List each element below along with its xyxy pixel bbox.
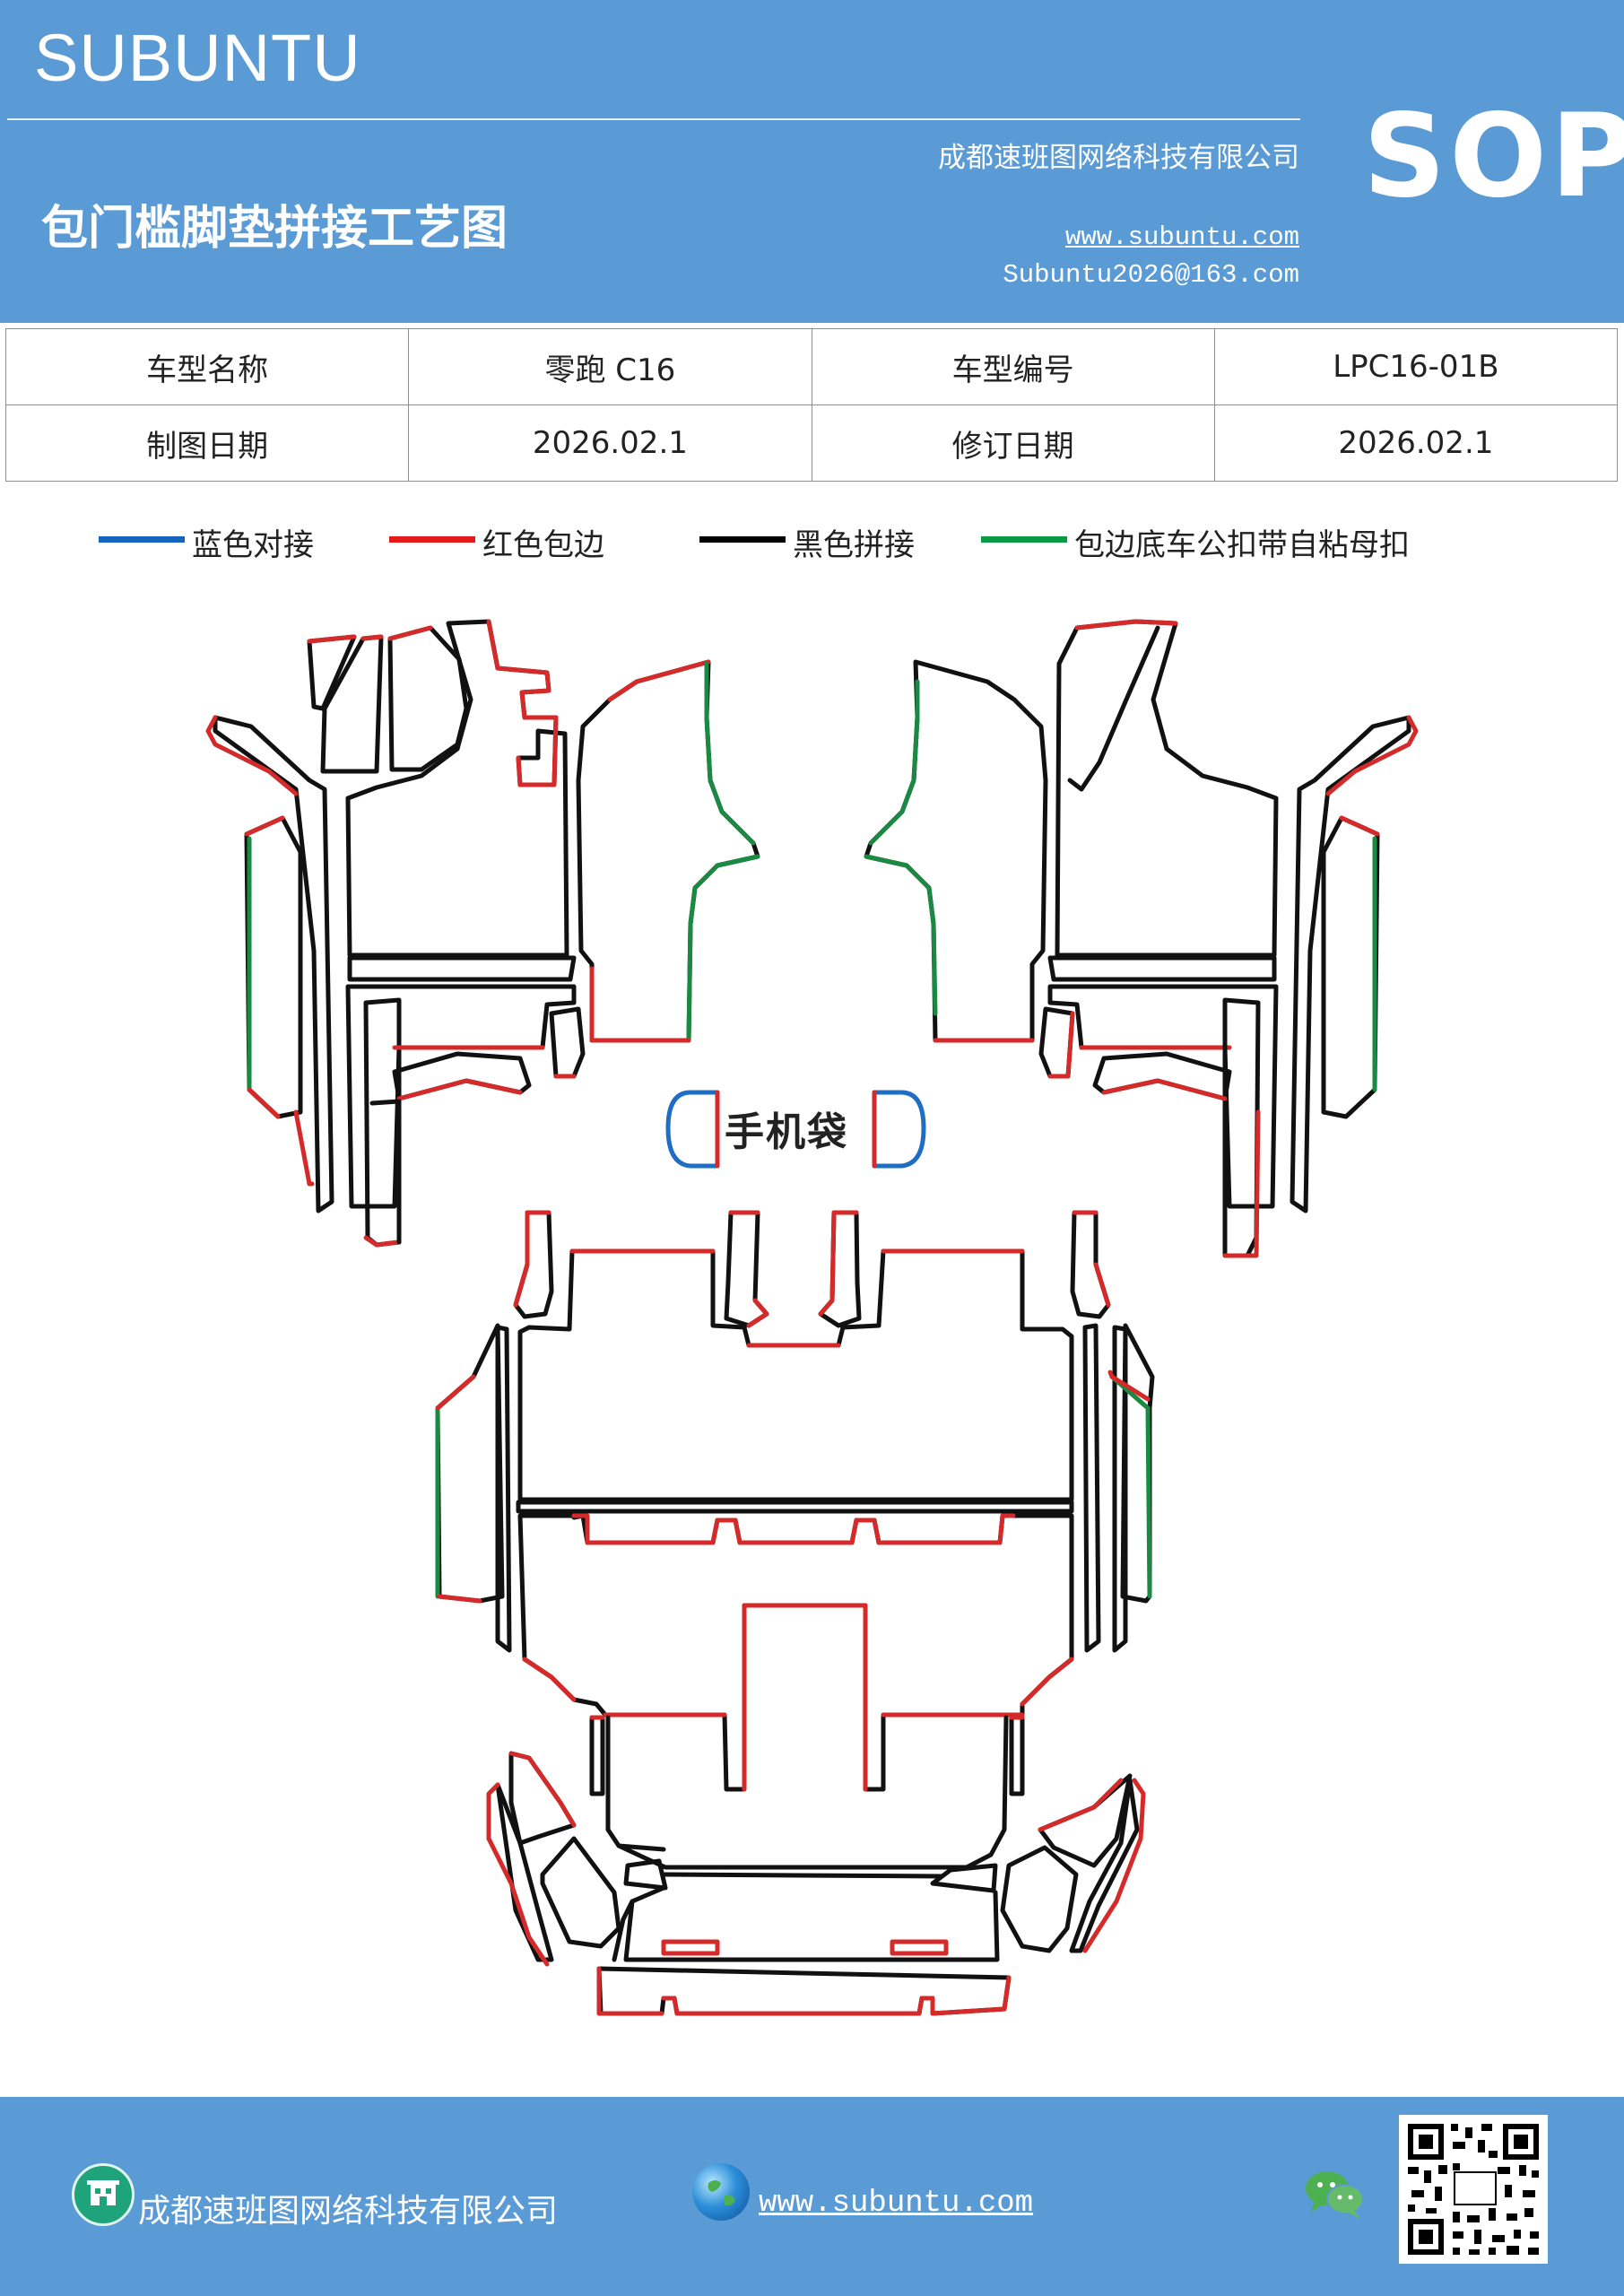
table-cell: 车型名称 [4, 328, 410, 405]
left-front-mat-group [205, 619, 586, 1248]
document-title: 包门槛脚垫拼接工艺图 [41, 202, 508, 256]
legend-label: 黑色拼接 [793, 527, 915, 563]
table-row: 车型名称 零跑 C16 车型编号 LPC16-01B [4, 328, 1619, 405]
building-icon [72, 2163, 135, 2226]
brand-name: SUBUNTU [34, 21, 361, 95]
right-front-mat-group [864, 619, 1419, 1258]
legend-swatch [699, 536, 786, 543]
legend-label: 包边底车公扣带自粘母扣 [1074, 527, 1410, 563]
footer-company-name: 成都速班图网络科技有限公司 [138, 2193, 559, 2230]
legend-swatch [981, 536, 1067, 543]
header-banner: SUBUNTU 成都速班图网络科技有限公司 包门槛脚垫拼接工艺图 www.sub… [0, 0, 1624, 323]
table-cell: 修订日期 [811, 404, 1215, 482]
info-table: 车型名称 零跑 C16 车型编号 LPC16-01B 制图日期 2026.02.… [4, 328, 1619, 482]
footer-banner: 成都速班图网络科技有限公司 www.subuntu.com [0, 2097, 1624, 2296]
wechat-icon[interactable] [1304, 2167, 1367, 2221]
second-row-mat-group [435, 1210, 1155, 1792]
phone-bag [665, 1090, 926, 1169]
third-row-mat-group [486, 1715, 1146, 2016]
table-cell: 2026.02.1 [1213, 404, 1619, 482]
legend-label: 红色包边 [482, 527, 604, 563]
sop-badge: SOP [1363, 90, 1624, 223]
qr-code-icon [1399, 2115, 1548, 2264]
legend-swatch [99, 536, 185, 543]
phone-bag-label: 手机袋 [725, 1109, 848, 1155]
left-door-panel [576, 659, 760, 1043]
table-cell: 零跑 C16 [408, 328, 812, 405]
table-cell: 制图日期 [4, 404, 410, 482]
website-link[interactable]: www.subuntu.com [1064, 222, 1299, 252]
header-divider [7, 118, 1300, 120]
legend-swatch [389, 536, 475, 543]
company-name: 成都速班图网络科技有限公司 [938, 142, 1299, 174]
table-cell: 2026.02.1 [408, 404, 812, 482]
email-address: Subuntu2026@163.com [1003, 260, 1299, 290]
table-row: 制图日期 2026.02.1 修订日期 2026.02.1 [4, 404, 1619, 482]
table-cell: LPC16-01B [1213, 328, 1619, 405]
floor-mat-diagram [205, 619, 1419, 2016]
globe-icon [692, 2163, 750, 2221]
legend-label: 蓝色对接 [192, 527, 314, 563]
footer-website-link[interactable]: www.subuntu.com [759, 2187, 1034, 2221]
table-cell: 车型编号 [811, 328, 1215, 405]
